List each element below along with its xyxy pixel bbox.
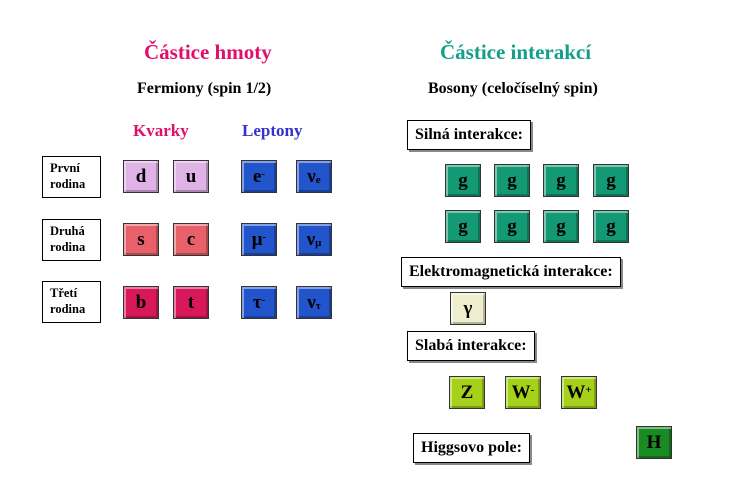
w-plus-boson-tile: W+ (561, 376, 597, 409)
w-plus-charge: + (585, 383, 592, 396)
matter-title: Částice hmoty (144, 40, 272, 64)
tau-symbol: τ (252, 291, 262, 313)
gluon-tile: g (543, 164, 579, 197)
photon-tile: γ (450, 292, 486, 325)
family-3-line1: Třetí (50, 286, 78, 300)
family-1-line2: rodina (50, 177, 86, 191)
gluon-tile: g (593, 210, 629, 243)
quarks-label: Kvarky (133, 121, 189, 140)
family-3-line2: rodina (50, 302, 86, 316)
w-plus-symbol: W (566, 381, 586, 403)
z-boson-symbol: Z (460, 381, 474, 403)
muon-symbol: μ (251, 228, 263, 250)
interaction-title: Částice interakcí (440, 40, 592, 64)
higgs-tile: H (636, 426, 672, 459)
family-2-label: Druhá rodina (42, 219, 101, 261)
z-boson-tile: Z (449, 376, 485, 409)
electron-neutrino-symbol: ν (307, 165, 316, 187)
w-minus-symbol: W (511, 381, 531, 403)
electron-neutrino-flavor: e (315, 173, 321, 186)
weak-interaction-label: Slabá interakce: (407, 331, 535, 361)
electron-charge: - (261, 167, 266, 180)
family-2-line1: Druhá (50, 224, 85, 238)
muon-charge: - (262, 230, 267, 243)
electron-symbol: e (252, 165, 262, 187)
gluon-tile: g (445, 210, 481, 243)
quark-u-tile: u (173, 160, 209, 193)
gluon-tile: g (445, 164, 481, 197)
gluon-tile: g (593, 164, 629, 197)
muon-tile: μ- (241, 223, 277, 256)
tau-tile: τ- (241, 286, 277, 319)
muon-neutrino-flavor: μ (315, 236, 322, 249)
quark-c-tile: c (173, 223, 209, 256)
family-1-line1: První (50, 161, 80, 175)
em-interaction-label: Elektromagnetická interakce: (401, 257, 621, 287)
family-1-label: První rodina (42, 156, 101, 198)
gluon-tile: g (543, 210, 579, 243)
w-minus-charge: - (530, 383, 535, 396)
strong-interaction-label: Silná interakce: (407, 120, 531, 150)
bosons-subtitle: Bosony (celočíselný spin) (428, 80, 598, 97)
family-3-label: Třetí rodina (42, 281, 101, 323)
higgs-field-label: Higgsovo pole: (413, 433, 530, 463)
quark-t-tile: t (173, 286, 209, 319)
gluon-tile: g (494, 164, 530, 197)
muon-neutrino-symbol: ν (306, 228, 316, 250)
family-2-line2: rodina (50, 240, 86, 254)
quark-d-tile: d (123, 160, 159, 193)
quark-s-tile: s (123, 223, 159, 256)
gluon-tile: g (494, 210, 530, 243)
leptons-label: Leptony (242, 121, 303, 140)
tau-neutrino-symbol: ν (307, 291, 316, 313)
fermions-subtitle: Fermiony (spin 1/2) (137, 80, 272, 97)
tau-neutrino-flavor: τ (315, 299, 321, 312)
quark-b-tile: b (123, 286, 159, 319)
electron-tile: e- (241, 160, 277, 193)
w-minus-boson-tile: W- (505, 376, 541, 409)
tau-charge: - (261, 293, 266, 306)
